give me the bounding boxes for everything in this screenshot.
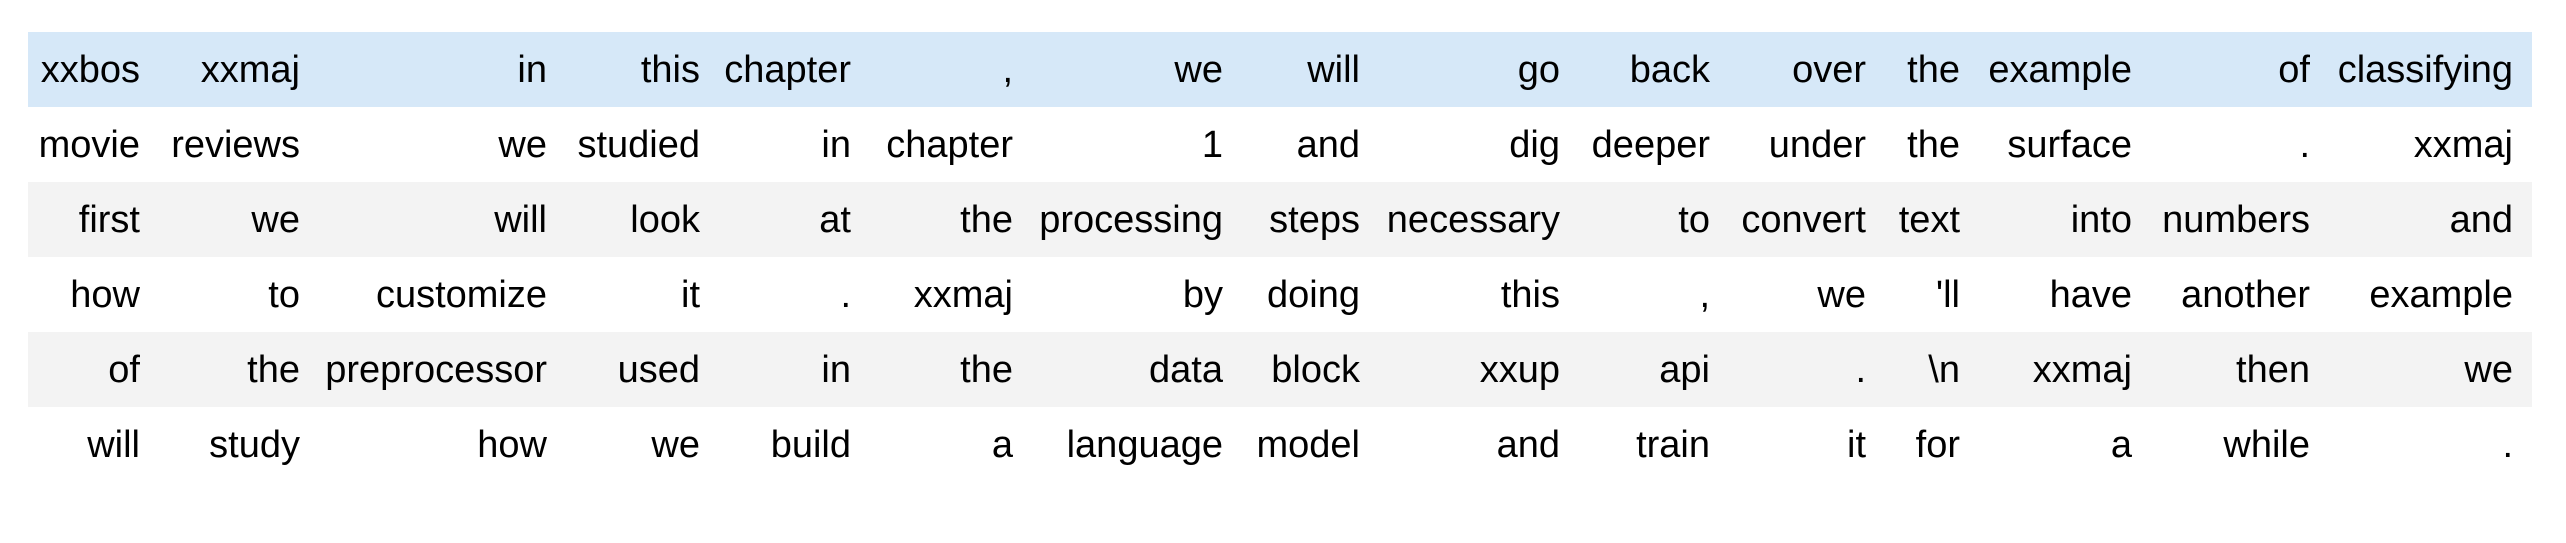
token-cell: train — [1636, 423, 1710, 466]
token-cell: while — [2223, 423, 2310, 466]
token-cell: api — [1579, 332, 1729, 407]
token-cell: 1 — [1201, 123, 1223, 166]
token-cell: in — [319, 32, 566, 107]
token-cell: we — [1032, 32, 1242, 107]
token-cell: under — [1768, 123, 1866, 166]
token-cell: we — [2329, 332, 2532, 407]
token-cell: . — [1729, 332, 1885, 407]
token-cell: a — [991, 423, 1013, 466]
token-cell: the — [159, 332, 319, 407]
token-cell: to — [268, 273, 300, 316]
token-cell: necessary — [1379, 182, 1579, 257]
token-cell: the — [870, 182, 1032, 257]
token-cell: build — [770, 423, 851, 466]
token-cell: first — [28, 182, 159, 257]
token-cell: surface — [2007, 123, 2132, 166]
token-cell: , — [870, 32, 1032, 107]
token-cell: in — [719, 332, 870, 407]
token-cell: chapter — [886, 123, 1013, 166]
token-cell: another — [2181, 273, 2310, 316]
token-row: will study how we build a language model and trai… — [28, 407, 2532, 482]
token-cell: of — [2151, 32, 2329, 107]
token-cell: preprocessor — [319, 332, 566, 407]
token-cell: xxmaj — [1979, 332, 2151, 407]
token-cell: for — [1915, 423, 1960, 466]
token-cell: study — [209, 423, 300, 466]
token-cell: look — [566, 182, 719, 257]
token-cell: the — [870, 332, 1032, 407]
token-cell: dig — [1509, 123, 1560, 166]
token-cell: it — [681, 273, 700, 316]
token-cell: xxmaj — [913, 273, 1013, 316]
token-cell: the — [1907, 123, 1960, 166]
token-cell: \n — [1885, 332, 1979, 407]
token-cell: language — [1066, 423, 1223, 466]
token-cell: we — [498, 123, 547, 166]
token-cell: go — [1379, 32, 1579, 107]
token-cell: the — [1885, 32, 1979, 107]
token-cell: , — [1699, 273, 1710, 316]
token-row: how to customize it. xxmaj by doing this, we 'll h… — [28, 257, 2532, 332]
token-cell: used — [566, 332, 719, 407]
token-cell: how — [477, 423, 547, 466]
token-cell: model — [1256, 423, 1361, 466]
token-cell: back — [1579, 32, 1729, 107]
token-cell: over — [1729, 32, 1885, 107]
token-cell: will — [1242, 32, 1379, 107]
token-cell: doing — [1267, 273, 1360, 316]
token-cell: example — [2369, 273, 2513, 316]
token-cell: how — [70, 273, 140, 316]
token-cell: 'll — [1935, 273, 1960, 316]
token-cell: into — [1979, 182, 2151, 257]
token-cell: example — [1979, 32, 2151, 107]
token-cell: chapter — [719, 32, 870, 107]
token-cell: convert — [1729, 182, 1885, 257]
token-cell: studied — [577, 123, 700, 166]
token-cell: of — [28, 332, 159, 407]
token-cell: movie — [38, 123, 140, 166]
token-cell: in — [821, 123, 851, 166]
token-cell: to — [1579, 182, 1729, 257]
token-cell: then — [2151, 332, 2329, 407]
token-cell: . — [840, 273, 851, 316]
token-cell: this — [566, 32, 719, 107]
token-cell: numbers — [2151, 182, 2329, 257]
token-cell: will — [87, 423, 140, 466]
token-cell: we — [159, 182, 319, 257]
token-cell: reviews — [171, 123, 300, 166]
token-cell: this — [1500, 273, 1560, 316]
token-cell: . — [2502, 423, 2513, 466]
token-cell: by — [1182, 273, 1223, 316]
token-cell: at — [719, 182, 870, 257]
token-cell: block — [1242, 332, 1379, 407]
token-cell: deeper — [1591, 123, 1710, 166]
token-cell: xxbos — [28, 32, 159, 107]
token-cell: text — [1885, 182, 1979, 257]
token-cell: xxmaj — [159, 32, 319, 107]
token-cell: classifying — [2329, 32, 2532, 107]
token-cell: will — [319, 182, 566, 257]
token-cell: data — [1032, 332, 1242, 407]
token-cell: it — [1847, 423, 1866, 466]
token-cell: a — [2110, 423, 2132, 466]
token-cell: . — [2299, 123, 2310, 166]
token-cell: we — [651, 423, 700, 466]
token-cell: xxup — [1379, 332, 1579, 407]
token-cell: and — [1296, 123, 1360, 166]
token-cell: and — [2329, 182, 2532, 257]
token-cell: processing — [1032, 182, 1242, 257]
token-cell: customize — [375, 273, 547, 316]
token-cell: we — [1817, 273, 1866, 316]
token-cell: xxmaj — [2413, 123, 2513, 166]
token-cell: have — [2049, 273, 2132, 316]
token-cell: steps — [1242, 182, 1379, 257]
token-cell: and — [1496, 423, 1560, 466]
